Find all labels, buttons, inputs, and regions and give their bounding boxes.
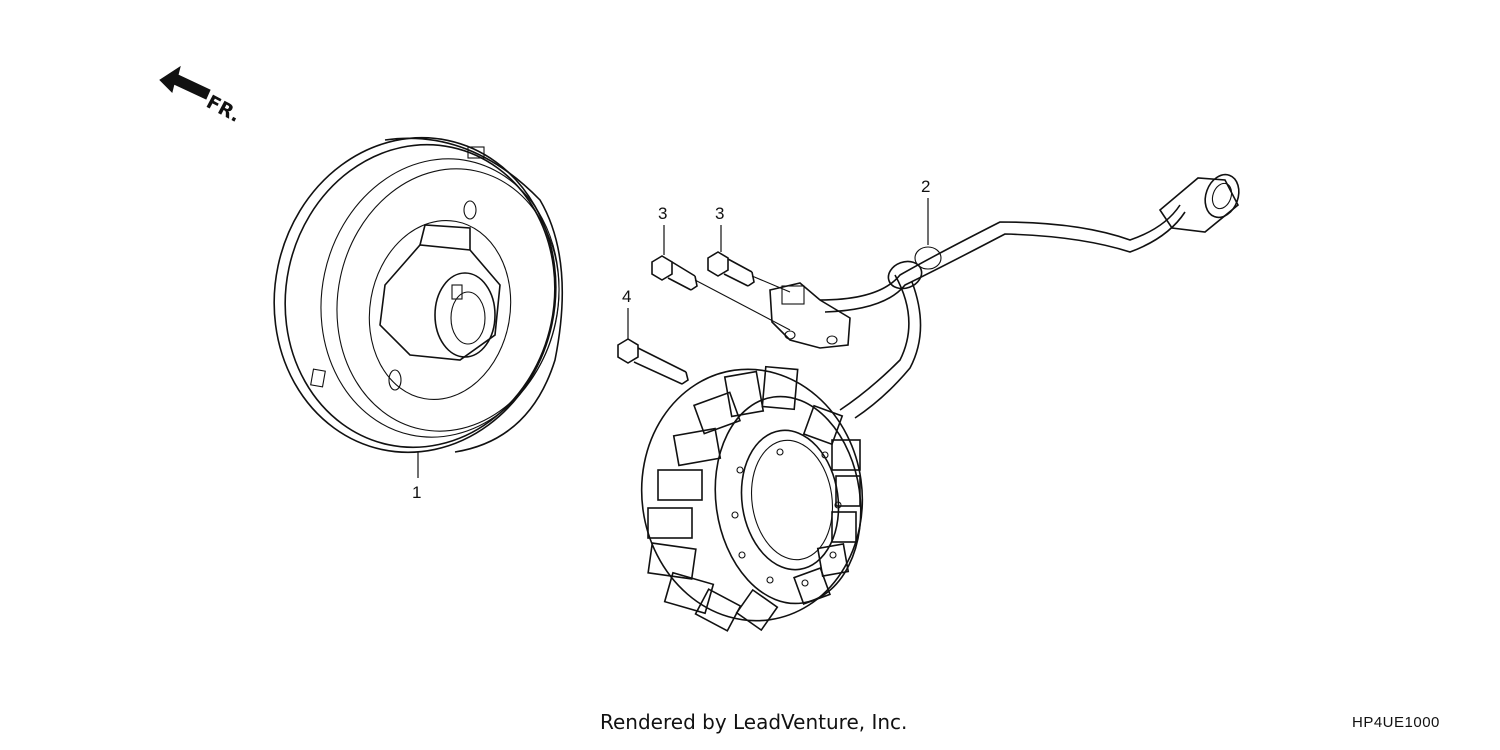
callout-3-left: 3 <box>658 204 667 223</box>
callout-2: 2 <box>921 177 930 196</box>
flywheel-illustration: 1 <box>273 136 564 502</box>
diagram-code: HP4UE1000 <box>1352 714 1440 731</box>
stator-illustration: 2 <box>640 173 1240 632</box>
front-arrow-icon <box>159 65 211 100</box>
callout-4: 4 <box>622 287 631 306</box>
callout-3-right: 3 <box>715 204 724 223</box>
front-label: FR. <box>203 91 244 127</box>
front-direction-indicator: FR. <box>159 65 244 127</box>
bolt-illustrations: 3 3 4 <box>617 204 791 385</box>
render-credit: Rendered by LeadVenture, Inc. <box>600 710 908 734</box>
callout-1: 1 <box>412 483 421 502</box>
